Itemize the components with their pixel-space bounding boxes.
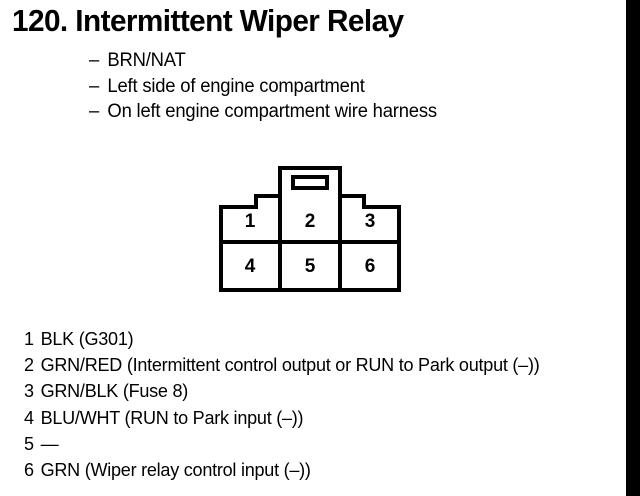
legend-pin-number: 1 bbox=[24, 328, 34, 349]
legend-pin-description: — bbox=[40, 432, 59, 454]
pin-number-4: 4 bbox=[245, 256, 256, 277]
legend-row: 5— bbox=[24, 431, 609, 457]
dash-bullet-icon: – bbox=[89, 101, 100, 122]
legend-pin-description: GRN/RED (Intermittent control output or … bbox=[40, 354, 540, 376]
pin-number-1: 1 bbox=[245, 211, 256, 232]
pin-number-5: 5 bbox=[305, 256, 316, 277]
description-item: –On left engine compartment wire harness bbox=[89, 99, 593, 125]
legend-pin-description: BLK (G301) bbox=[40, 328, 134, 349]
legend-row: 1 BLK (G301) bbox=[24, 326, 609, 352]
legend-row: 6 GRN (Wiper relay control input (–)) bbox=[24, 457, 609, 483]
pin-number-6: 6 bbox=[365, 256, 376, 277]
pin-number-2: 2 bbox=[305, 211, 316, 232]
description-list: –BRN/NAT –Left side of engine compartmen… bbox=[89, 48, 609, 125]
description-text: Left side of engine compartment bbox=[107, 75, 365, 97]
description-item: –Left side of engine compartment bbox=[89, 74, 593, 100]
legend-row: 2 GRN/RED (Intermittent control output or… bbox=[24, 352, 609, 378]
legend-pin-description: GRN (Wiper relay control input (–)) bbox=[40, 459, 311, 481]
connector-outline-svg: 1 2 3 4 5 6 bbox=[219, 166, 401, 292]
legend-pin-number: 6 bbox=[24, 459, 34, 481]
document-page: 120. Intermittent Wiper Relay –BRN/NAT –… bbox=[12, 3, 624, 483]
dash-bullet-icon: – bbox=[89, 50, 100, 71]
description-text: On left engine compartment wire harness bbox=[107, 101, 437, 122]
connector-diagram: 1 2 3 4 5 6 bbox=[219, 166, 401, 292]
latch-slot bbox=[291, 175, 329, 190]
legend-pin-number: 3 bbox=[24, 380, 34, 402]
pin-number-3: 3 bbox=[365, 211, 376, 232]
legend-pin-number: 2 bbox=[24, 354, 34, 376]
page-title: 120. Intermittent Wiper Relay bbox=[12, 3, 404, 38]
legend-row: 3 GRN/BLK (Fuse 8) bbox=[24, 378, 609, 404]
scan-edge-band bbox=[626, 0, 640, 496]
legend-pin-number: 5 bbox=[24, 432, 34, 454]
description-text: BRN/NAT bbox=[107, 50, 186, 71]
legend-pin-description: BLU/WHT (RUN to Park input (–)) bbox=[40, 406, 304, 428]
dash-bullet-icon: – bbox=[89, 75, 100, 97]
legend-row: 4 BLU/WHT (RUN to Park input (–)) bbox=[24, 405, 609, 431]
pin-legend: 1 BLK (G301) 2 GRN/RED (Intermittent contr… bbox=[24, 326, 624, 483]
legend-pin-number: 4 bbox=[24, 406, 34, 428]
description-item: –BRN/NAT bbox=[89, 48, 593, 74]
legend-pin-description: GRN/BLK (Fuse 8) bbox=[40, 380, 189, 402]
connector-body-outline bbox=[219, 166, 401, 292]
